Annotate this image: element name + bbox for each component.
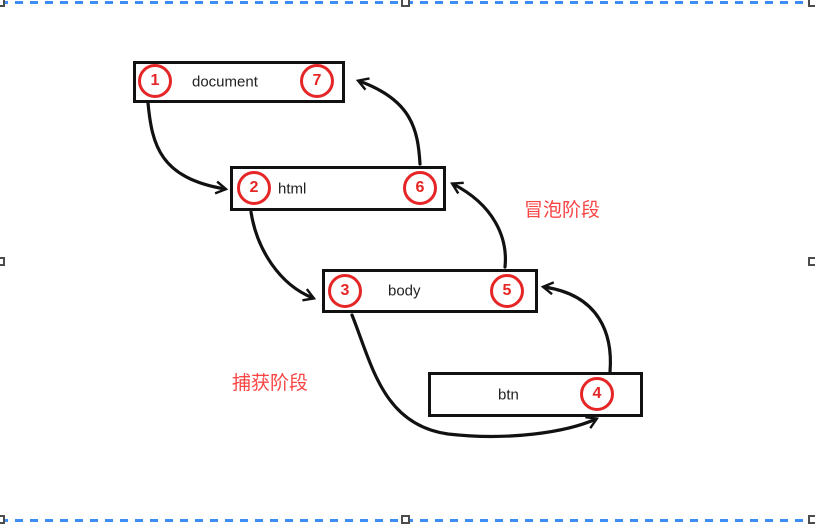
badge-1: 1 [138,64,172,98]
arrow-bubble-body-to-html [450,181,507,269]
selection-handle-bottom-left[interactable] [0,515,5,524]
node-body: 3 body 5 [322,269,538,313]
selection-handle-middle-left[interactable] [0,257,5,266]
selection-handle-top-right[interactable] [808,0,815,7]
node-label-document: document [192,73,258,91]
selection-handle-top-left[interactable] [0,0,5,7]
badge-4: 4 [580,377,614,411]
arrow-capture-document-to-html [146,101,229,195]
badge-6: 6 [403,171,437,205]
badge-5: 5 [490,274,524,308]
selection-handle-top-middle[interactable] [401,0,410,7]
badge-2: 2 [237,171,271,205]
arrow-capture-body-to-btn [350,313,600,439]
label-capture-phase: 捕获阶段 [232,373,309,394]
selection-handle-middle-right[interactable] [808,257,815,266]
node-html: 2 html 6 [230,166,446,211]
node-document: 1 document 7 [133,61,345,103]
arrow-bubble-html-to-document [355,77,422,166]
badge-7: 7 [300,64,334,98]
arrow-bubble-btn-to-body [540,281,612,374]
selection-handle-bottom-middle[interactable] [401,515,410,524]
label-bubble-phase: 冒泡阶段 [524,200,601,221]
arrow-capture-html-to-body [249,210,317,302]
selection-handle-bottom-right[interactable] [808,515,815,524]
node-label-btn: btn [498,386,519,403]
node-label-body: body [388,282,421,300]
node-btn: btn 4 [428,372,643,417]
node-label-html: html [278,180,307,197]
badge-3: 3 [328,274,362,308]
